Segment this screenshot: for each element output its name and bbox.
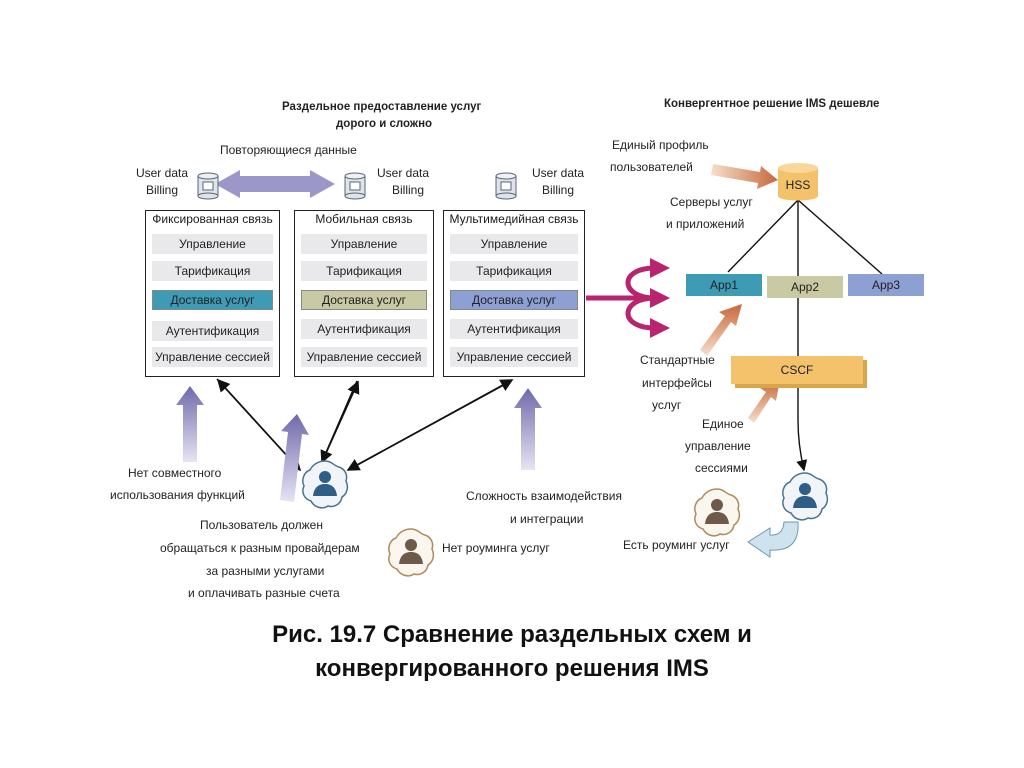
app3-box: App3 xyxy=(848,274,924,296)
right-title: Конвергентное решение IMS дешевле xyxy=(664,98,880,110)
row-session-control: Управление сессией xyxy=(152,347,273,367)
user-icon xyxy=(388,528,435,577)
single-profile-line2: пользователей xyxy=(610,160,693,174)
row-session-control: Управление сессией xyxy=(301,347,427,367)
user-icon xyxy=(782,472,829,521)
std-interfaces-line1: Стандартные xyxy=(640,353,715,367)
db-label-line2: Billing xyxy=(145,183,178,197)
no-sharing-line2: использования функций xyxy=(110,488,245,502)
column-fixed: Фиксированная связь Управление Тарификац… xyxy=(145,210,280,377)
row-management: Управление xyxy=(450,234,578,254)
column-title: Фиксированная связь xyxy=(152,212,273,226)
db-label-line2: Billing xyxy=(392,183,425,197)
row-billing: Тарификация xyxy=(450,261,578,281)
database-icon xyxy=(197,172,219,200)
db-label-line1: User data xyxy=(377,166,430,180)
row-service-delivery: Доставка услуг xyxy=(450,290,578,310)
database-icon xyxy=(344,172,366,200)
single-session-arrow xyxy=(748,380,780,423)
row-authentication: Аутентификация xyxy=(450,319,578,339)
row-service-delivery: Доставка услуг xyxy=(152,290,273,310)
row-billing: Тарификация xyxy=(152,261,273,281)
db-label-line2: Billing xyxy=(542,183,575,197)
left-title-line2: дорого и сложно xyxy=(336,118,433,130)
figure-caption-line1: Рис. 19.7 Сравнение раздельных схем и xyxy=(272,621,752,648)
user-must-arrow xyxy=(280,414,309,502)
user-icon xyxy=(694,488,741,537)
complexity-line2: и интеграции xyxy=(510,512,584,526)
row-management: Управление xyxy=(301,234,427,254)
database-icon xyxy=(495,172,517,200)
complexity-line1: Сложность взаимодействия xyxy=(466,489,622,503)
servers-line2: и приложений xyxy=(666,217,745,231)
duplicate-data-label: Повторяющиеся данные xyxy=(220,143,357,157)
cscf-box: CSCF xyxy=(731,356,863,384)
figure-caption-line2: конвергированного решения IMS xyxy=(315,655,709,682)
column-multimedia: Мультимедийная связь Управление Тарифика… xyxy=(443,210,585,377)
single-profile-arrow xyxy=(711,164,778,189)
app1-box: App1 xyxy=(686,274,762,296)
row-session-control: Управление сессией xyxy=(450,347,578,367)
roaming-arrow xyxy=(747,521,799,558)
servers-line1: Серверы услуг xyxy=(670,195,753,209)
row-authentication: Аутентификация xyxy=(152,321,273,341)
db-label-line1: User data xyxy=(135,166,188,180)
roaming-label: Есть роуминг услуг xyxy=(623,538,730,552)
single-session-line3: сессиями xyxy=(695,461,748,475)
user-must-line4: и оплачивать разные счета xyxy=(188,586,340,600)
column-title: Мобильная связь xyxy=(315,212,413,226)
user-must-line1: Пользователь должен xyxy=(200,518,323,532)
std-interfaces-line2: интерфейсы xyxy=(642,376,712,390)
user-icon xyxy=(302,460,349,509)
single-session-line2: управление xyxy=(685,439,751,453)
hss-label: HSS xyxy=(785,178,811,192)
std-interfaces-line3: услуг xyxy=(652,398,682,412)
column-mobile: Мобильная связь Управление Тарификация Д… xyxy=(294,210,434,377)
duplicate-data-arrow xyxy=(215,170,335,198)
no-roaming-label: Нет роуминга услуг xyxy=(442,541,550,555)
hss-node xyxy=(778,163,818,201)
row-authentication: Аутентификация xyxy=(301,319,427,339)
std-interfaces-arrow xyxy=(700,304,742,356)
column-title: Мультимедийная связь xyxy=(449,212,579,226)
no-sharing-line1: Нет совместного xyxy=(128,466,222,480)
row-billing: Тарификация xyxy=(301,261,427,281)
single-profile-line1: Единый профиль xyxy=(612,138,709,152)
left-title-line1: Раздельное предоставление услуг xyxy=(282,101,482,113)
complexity-arrow xyxy=(514,388,542,470)
convergence-arrow xyxy=(586,265,656,331)
db-label-line1: User data xyxy=(532,166,585,180)
row-management: Управление xyxy=(152,234,273,254)
no-sharing-arrow xyxy=(176,386,204,462)
row-service-delivery: Доставка услуг xyxy=(301,290,427,310)
user-must-line2: обращаться к разным провайдерам xyxy=(160,541,360,555)
user-must-line3: за разными услугами xyxy=(206,564,325,578)
single-session-line1: Единое xyxy=(702,417,744,431)
app2-box: App2 xyxy=(767,276,843,298)
